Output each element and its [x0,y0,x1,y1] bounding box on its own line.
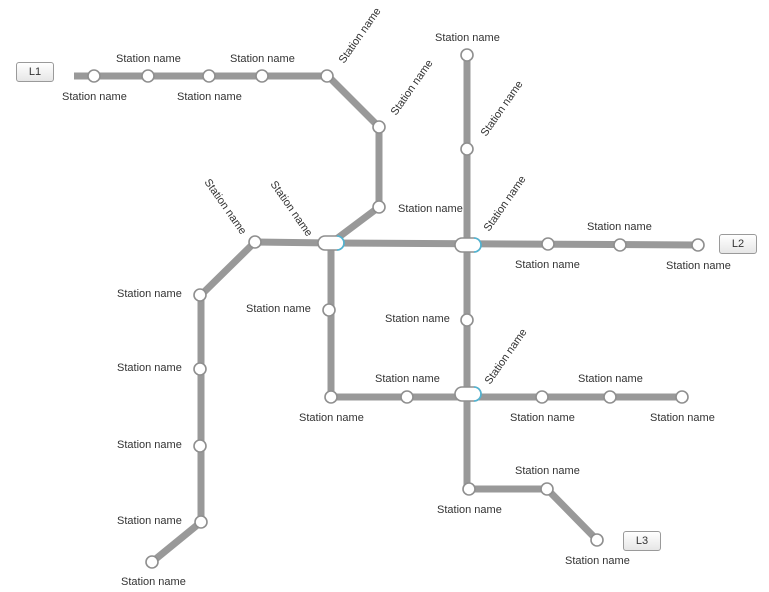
station-node[interactable] [324,390,338,404]
line-badge-l2[interactable]: L2 [719,234,757,254]
station-node[interactable] [322,303,336,317]
interchanges [317,235,482,402]
station-labels: Station name Station name Station name S… [62,6,731,588]
station-label: Station name [268,179,315,239]
interchange-west[interactable] [317,235,345,251]
station-node[interactable] [462,482,476,496]
station-node[interactable] [541,237,555,251]
station-node[interactable] [460,48,474,62]
station-node[interactable] [691,238,705,252]
station-label: Station name [202,177,249,237]
line-badge-l3[interactable]: L3 [623,531,661,551]
station-label: Station name [117,515,182,527]
station-label: Station name [246,303,311,315]
station-label: Station name [117,362,182,374]
station-label: Station name [121,576,186,588]
station-node[interactable] [372,200,386,214]
station-node[interactable] [255,69,269,83]
line-badge-l1[interactable]: L1 [16,62,54,82]
station-node[interactable] [193,362,207,376]
station-node[interactable] [540,482,554,496]
station-label: Station name [62,91,127,103]
line-l1-track [74,72,600,543]
line-l2-track [149,238,699,565]
station-node[interactable] [320,69,334,83]
station-label: Station name [510,412,575,424]
station-label: Station name [398,203,463,215]
station-label: Station name [389,58,436,118]
station-node[interactable] [460,313,474,327]
station-node[interactable] [145,555,159,569]
station-label: Station name [116,53,181,65]
station-node[interactable] [248,235,262,249]
station-node[interactable] [372,120,386,134]
station-label: Station name [117,288,182,300]
station-label: Station name [578,373,643,385]
station-label: Station name [385,313,450,325]
station-node[interactable] [590,533,604,547]
station-node[interactable] [193,288,207,302]
interchange-center[interactable] [454,237,482,253]
station-label: Station name [337,6,384,66]
station-node[interactable] [194,515,208,529]
station-label: Station name [666,260,731,272]
station-label: Station name [650,412,715,424]
station-label: Station name [565,555,630,567]
stations [87,48,705,569]
line-tracks [74,55,699,565]
station-label: Station name [375,373,440,385]
station-label: Station name [117,439,182,451]
station-label: Station name [299,412,364,424]
station-node[interactable] [613,238,627,252]
station-node[interactable] [141,69,155,83]
station-node[interactable] [460,142,474,156]
station-node[interactable] [400,390,414,404]
station-node[interactable] [202,69,216,83]
station-label: Station name [435,32,500,44]
station-label: Station name [479,79,526,139]
station-label: Station name [177,91,242,103]
station-node[interactable] [675,390,689,404]
station-label: Station name [482,174,529,234]
station-label: Station name [587,221,652,233]
station-label: Station name [437,504,502,516]
station-node[interactable] [87,69,101,83]
interchange-south[interactable] [454,386,482,402]
station-node[interactable] [535,390,549,404]
station-node[interactable] [603,390,617,404]
station-label: Station name [483,327,530,387]
station-node[interactable] [193,439,207,453]
station-label: Station name [515,465,580,477]
station-label: Station name [230,53,295,65]
station-label: Station name [515,259,580,271]
